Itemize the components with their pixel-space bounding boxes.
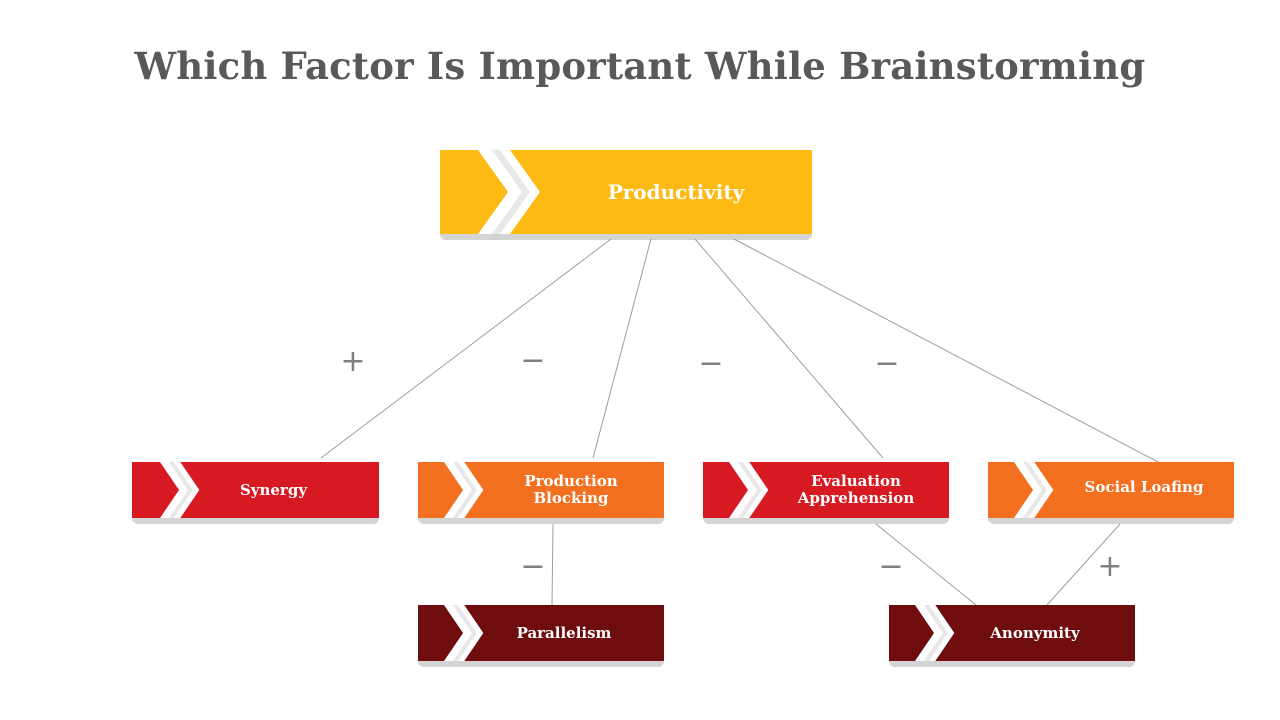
sign-production-blocking-parallelism: − <box>520 549 546 584</box>
node-label-production-blocking: Production Blocking <box>524 472 618 507</box>
connector-productivity-social-loafing <box>733 238 1159 463</box>
node-social-loafing: Social Loafing <box>988 462 1234 524</box>
node-face <box>889 605 1135 661</box>
chevron-arrow-icon <box>915 605 967 661</box>
node-label-productivity: Productivity <box>607 179 745 204</box>
node-face <box>440 150 812 234</box>
node-label-anonymity: Anonymity <box>990 623 1080 642</box>
node-face <box>703 462 949 518</box>
node-productivity: Productivity <box>440 150 812 240</box>
sign-evaluation-apprehension-anonymity: − <box>878 549 904 584</box>
sign-social-loafing-anonymity: + <box>1097 549 1123 584</box>
node-anonymity: Anonymity <box>889 605 1135 667</box>
connector-social-loafing-anonymity <box>1046 523 1121 606</box>
node-face <box>132 462 379 518</box>
node-synergy: Synergy <box>132 462 379 524</box>
chevron-arrow-icon <box>1014 462 1066 518</box>
node-production-blocking: Production Blocking <box>418 462 664 524</box>
connector-productivity-production-blocking <box>592 238 652 459</box>
sign-productivity-synergy: + <box>340 344 366 379</box>
sign-productivity-social-loafing: − <box>874 346 900 381</box>
chevron-arrow-icon <box>444 605 496 661</box>
connector-productivity-evaluation-apprehension <box>694 238 884 459</box>
connector-productivity-synergy <box>320 238 612 459</box>
sign-productivity-evaluation-apprehension: − <box>698 346 724 381</box>
node-evaluation-apprehension: Evaluation Apprehension <box>703 462 949 524</box>
node-face <box>418 462 664 518</box>
sign-productivity-production-blocking: − <box>520 343 546 378</box>
connector-production-blocking-parallelism <box>551 523 554 606</box>
node-face <box>988 462 1234 518</box>
chevron-arrow-icon <box>160 462 212 518</box>
page-title: Which Factor Is Important While Brainsto… <box>134 44 1146 88</box>
node-label-synergy: Synergy <box>239 480 308 499</box>
chevron-arrow-icon <box>444 462 496 518</box>
connector-evaluation-apprehension-anonymity <box>875 523 977 606</box>
node-label-evaluation-apprehension: Evaluation Apprehension <box>797 472 915 507</box>
chevron-arrow-icon <box>729 462 781 518</box>
chevron-arrow-icon <box>478 150 560 234</box>
node-face <box>418 605 664 661</box>
node-label-parallelism: Parallelism <box>516 623 612 642</box>
node-label-social-loafing: Social Loafing <box>1084 477 1204 496</box>
node-parallelism: Parallelism <box>418 605 664 667</box>
